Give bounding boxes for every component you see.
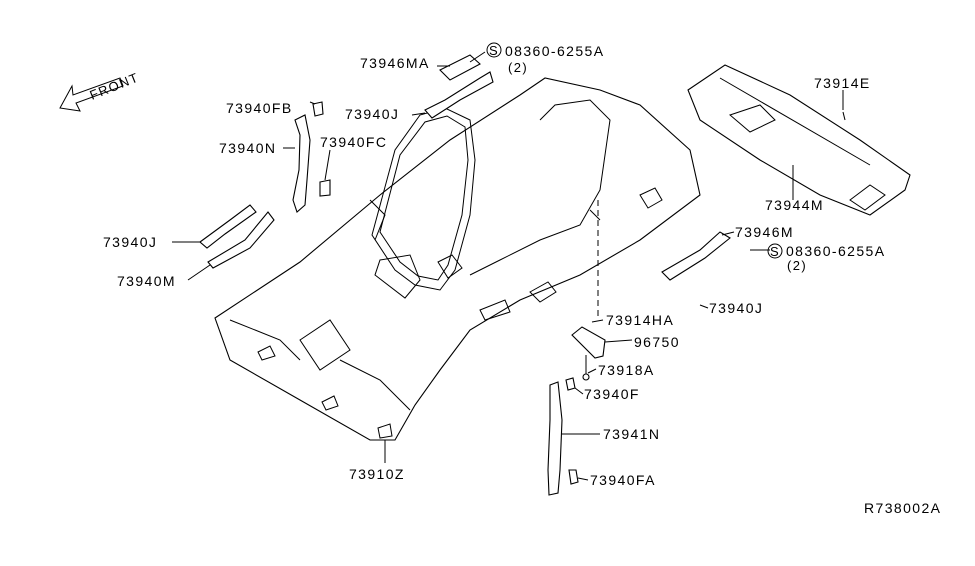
- label-73946MA: 73946MA: [360, 55, 430, 71]
- label-73940FB: 73940FB: [226, 100, 293, 116]
- label-73910Z: 73910Z: [349, 466, 405, 482]
- svg-text:S: S: [489, 43, 499, 58]
- label-73914E: 73914E: [814, 75, 871, 91]
- svg-text:S: S: [770, 244, 780, 259]
- label-73940M: 73940M: [117, 273, 176, 289]
- label-screw-top: 08360-6255A: [505, 43, 604, 59]
- grip-bracket-right: [662, 232, 731, 281]
- grip-bracket-top: [424, 54, 494, 119]
- label-73918A: 73918A: [598, 362, 655, 378]
- label-73946M: 73946M: [735, 224, 794, 240]
- front-label: FRONT: [88, 69, 142, 102]
- label-73940F: 73940F: [584, 386, 640, 402]
- label-73940N: 73940N: [219, 140, 276, 156]
- leader-lines: [172, 51, 844, 481]
- label-73940FC: 73940FC: [320, 134, 387, 150]
- assist-grip-73940N: [292, 101, 331, 213]
- label-73940J-right: 73940J: [709, 300, 763, 316]
- rear-panel-73944M: [687, 64, 911, 216]
- reference-code: R738002A: [864, 500, 941, 516]
- label-screw-right-qty: (2): [787, 258, 807, 273]
- label-96750: 96750: [634, 334, 680, 350]
- screw-symbol-icon: S: [767, 243, 783, 259]
- label-73940J-left: 73940J: [103, 234, 157, 250]
- label-73914HA: 73914HA: [606, 312, 674, 328]
- map-lamp-96750: [571, 326, 606, 381]
- headliner-73910Z: [214, 77, 701, 463]
- label-73941N: 73941N: [603, 426, 660, 442]
- label-screw-right: 08360-6255A: [786, 243, 885, 259]
- front-arrow-icon: [59, 77, 124, 112]
- grip-bracket-left: [199, 204, 275, 269]
- label-73940J-top: 73940J: [345, 106, 399, 122]
- label-screw-top-qty: (2): [508, 60, 528, 75]
- label-73944M: 73944M: [765, 197, 824, 213]
- label-73940FA: 73940FA: [590, 472, 656, 488]
- assist-grip-73941N: [547, 377, 579, 496]
- screw-symbol-icon: S: [486, 42, 502, 58]
